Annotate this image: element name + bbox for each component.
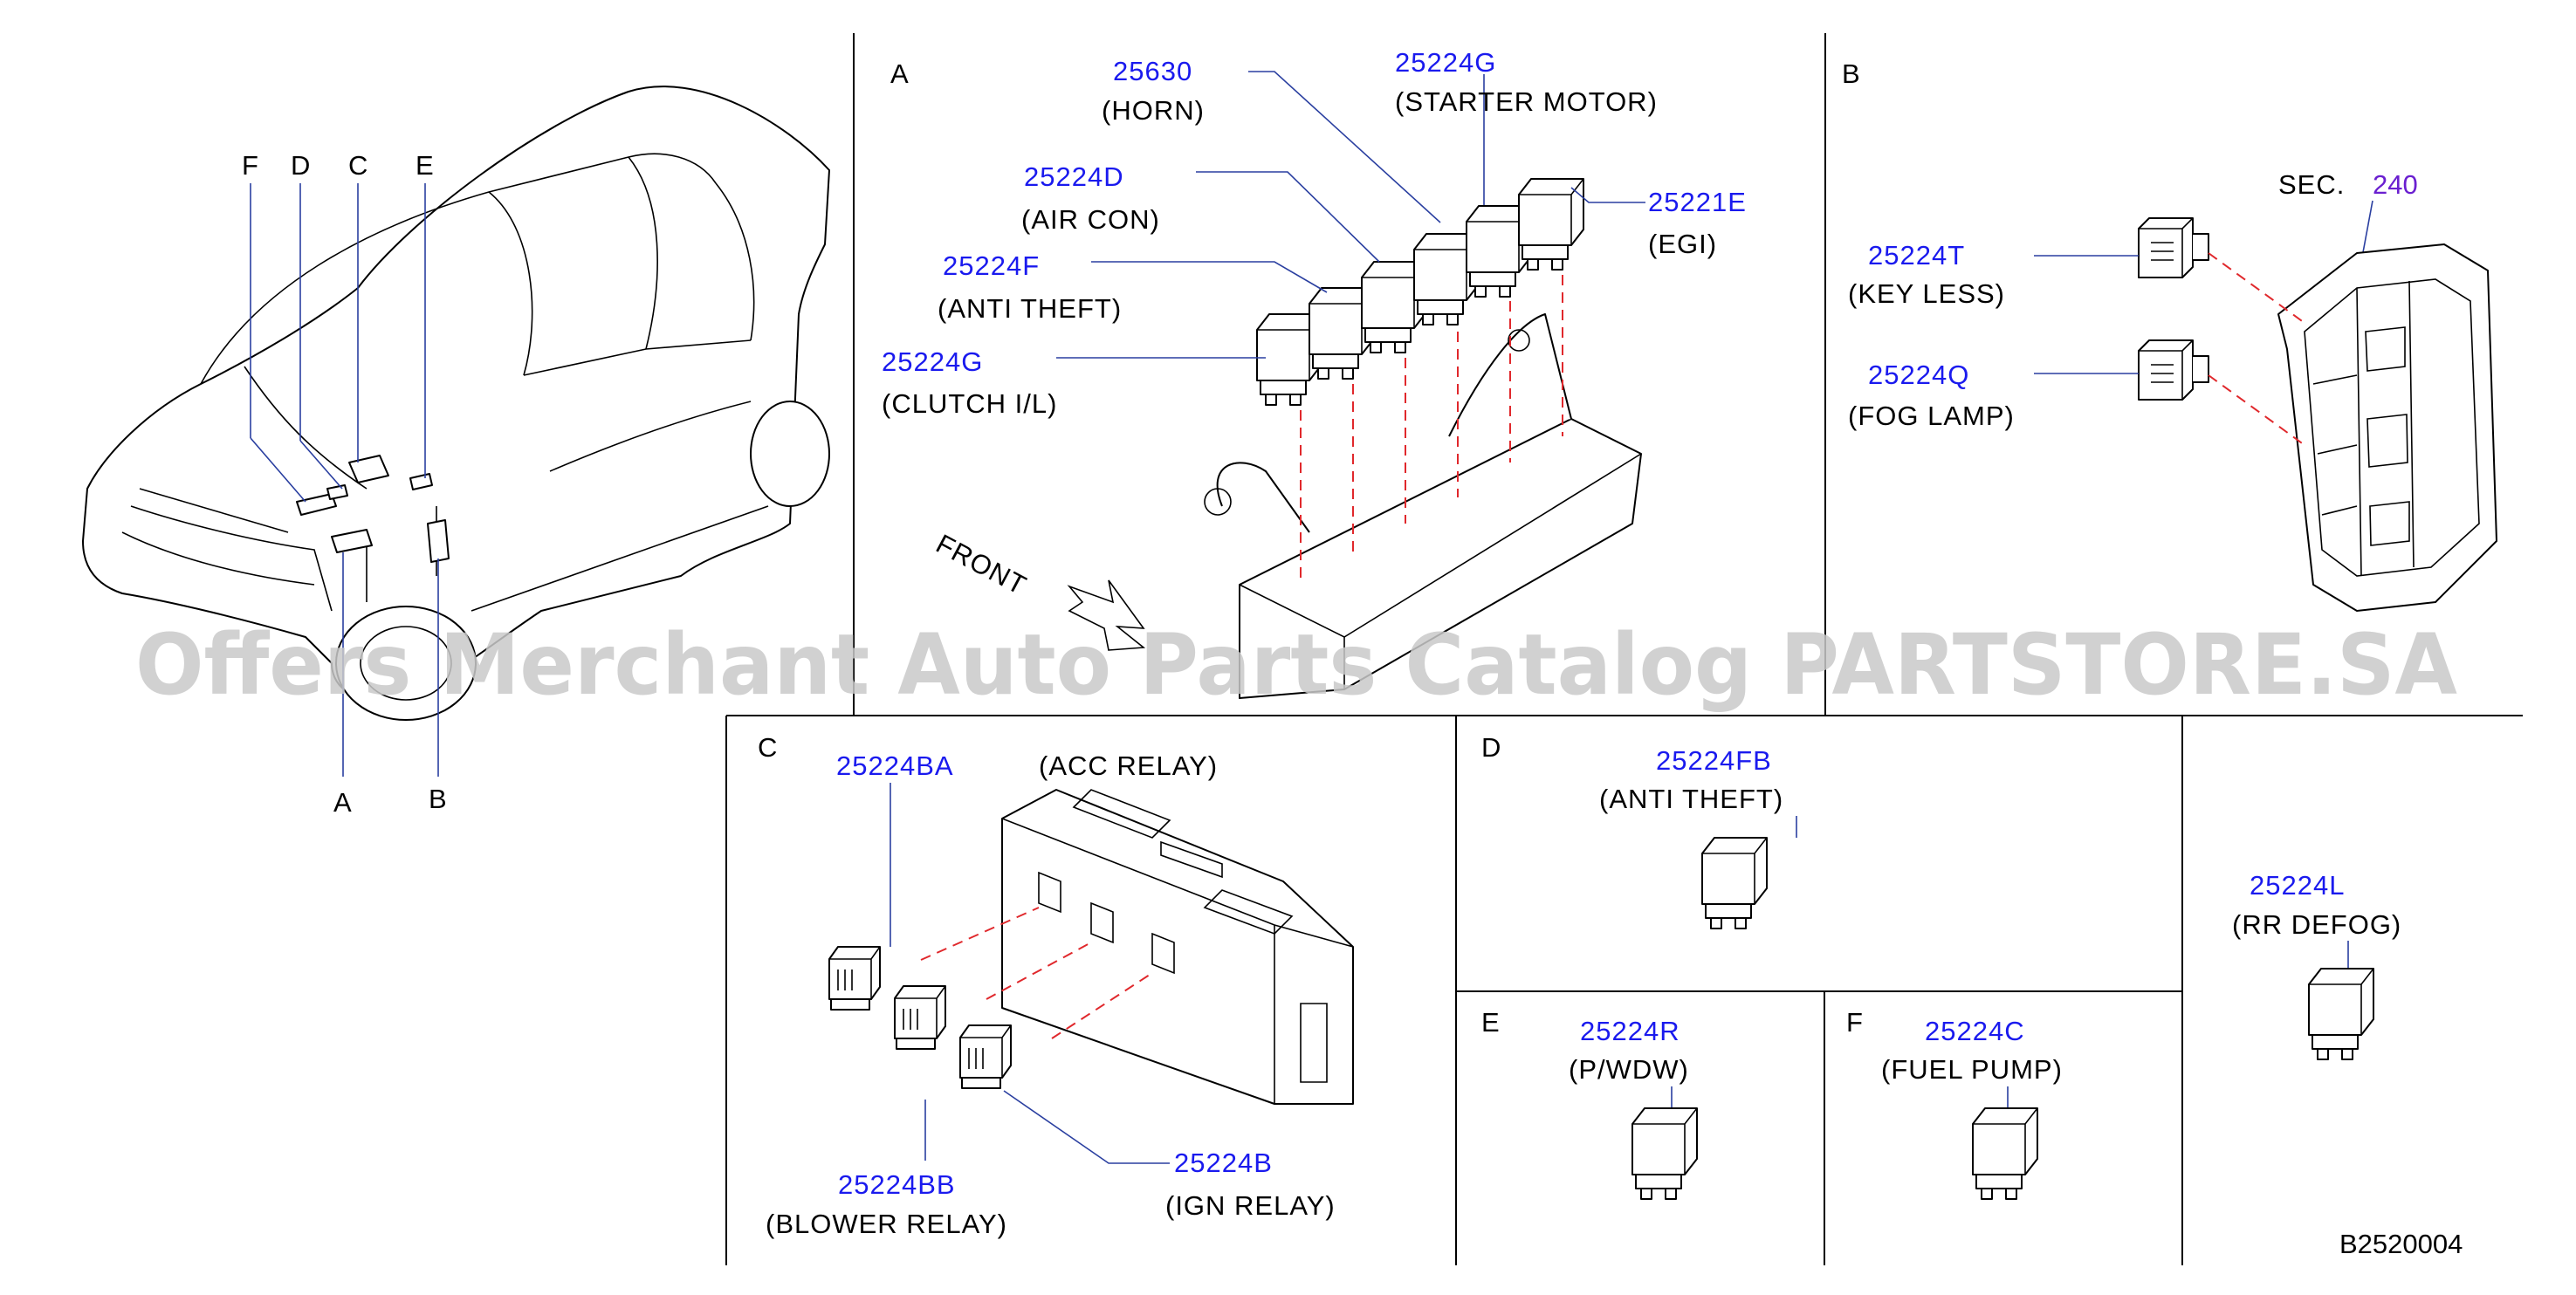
part-number-fog-lamp: 25224Q bbox=[1868, 360, 1969, 390]
section-a: A 25630 (HORN) 25224G (STARTER bbox=[882, 47, 1747, 699]
vehicle-callout-f: F bbox=[242, 150, 258, 181]
section-e: E 25224R (P/WDW) bbox=[1481, 1007, 1698, 1200]
part-name-starter-motor: (STARTER MOTOR) bbox=[1395, 86, 1658, 117]
part-number-ign-relay: 25224B bbox=[1174, 1148, 1273, 1178]
section-f: F 25224C (FUEL PUMP) bbox=[1846, 1007, 2063, 1200]
part-name-fog-lamp: (FOG LAMP) bbox=[1848, 401, 2015, 431]
section-c: C 25224BA (ACC RELAY) 25224BB (BLOWER RE… bbox=[758, 732, 1354, 1239]
part-number-key-less: 25224T bbox=[1868, 240, 1965, 271]
vehicle-callout-c: C bbox=[348, 150, 368, 181]
part-name-anti-theft-d: (ANTI THEFT) bbox=[1599, 784, 1783, 814]
part-number-air-con: 25224D bbox=[1024, 161, 1124, 192]
diagram-code: B2520004 bbox=[2339, 1229, 2463, 1259]
part-name-fuel-pump: (FUEL PUMP) bbox=[1881, 1054, 2063, 1085]
sec-label: SEC. bbox=[2278, 169, 2345, 200]
section-d: D 25224FB (ANTI THEFT) bbox=[1481, 732, 1797, 929]
part-number-anti-theft-d: 25224FB bbox=[1656, 745, 1772, 776]
part-number-rr-defog: 25224L bbox=[2250, 870, 2345, 901]
part-name-p-wdw: (P/WDW) bbox=[1569, 1054, 1689, 1085]
part-number-p-wdw: 25224R bbox=[1580, 1016, 1680, 1046]
section-e-label: E bbox=[1481, 1007, 1500, 1038]
part-name-egi: (EGI) bbox=[1648, 229, 1717, 259]
part-number-c-ba: 25224BA bbox=[836, 750, 954, 781]
rr-defog-part: 25224L (RR DEFOG) bbox=[2232, 870, 2401, 1060]
acc-relay-label: (ACC RELAY) bbox=[1039, 750, 1218, 781]
front-label: FRONT bbox=[931, 528, 1032, 600]
part-name-ign-relay: (IGN RELAY) bbox=[1165, 1190, 1336, 1221]
vehicle-callout-d: D bbox=[291, 150, 310, 181]
section-b-label: B bbox=[1842, 58, 1860, 89]
part-name-anti-theft-a: (ANTI THEFT) bbox=[938, 293, 1122, 324]
part-number-starter-motor: 25224G bbox=[1395, 47, 1496, 78]
part-number-egi: 25221E bbox=[1648, 187, 1747, 217]
part-name-horn: (HORN) bbox=[1102, 95, 1205, 126]
section-d-label: D bbox=[1481, 732, 1501, 763]
section-f-label: F bbox=[1846, 1007, 1863, 1038]
vehicle-callout-a: A bbox=[333, 787, 352, 818]
sec-number: 240 bbox=[2373, 169, 2418, 200]
panel-frames bbox=[725, 33, 2523, 1265]
part-name-key-less: (KEY LESS) bbox=[1848, 278, 2005, 309]
section-c-label: C bbox=[758, 732, 777, 763]
part-name-clutch-il: (CLUTCH I/L) bbox=[882, 388, 1057, 419]
part-number-blower-relay: 25224BB bbox=[838, 1169, 956, 1200]
vehicle-illustration: F D C E A B bbox=[82, 86, 830, 818]
part-number-anti-theft-a: 25224F bbox=[943, 250, 1040, 281]
part-name-air-con: (AIR CON) bbox=[1021, 204, 1160, 235]
part-name-blower-relay: (BLOWER RELAY) bbox=[766, 1209, 1007, 1239]
part-number-fuel-pump: 25224C bbox=[1925, 1016, 2025, 1046]
part-number-horn: 25630 bbox=[1113, 56, 1192, 86]
vehicle-callout-e: E bbox=[416, 150, 434, 181]
part-number-clutch-il: 25224G bbox=[882, 346, 983, 377]
part-name-rr-defog: (RR DEFOG) bbox=[2232, 909, 2401, 940]
vehicle-callout-b: B bbox=[429, 784, 447, 814]
section-b: B SEC. 240 25224T (KEY LESS) 25224Q (FOG… bbox=[1842, 58, 2497, 612]
watermark-text: Offers Merchant Auto Parts Catalog PARTS… bbox=[135, 616, 2457, 714]
section-a-label: A bbox=[890, 58, 909, 89]
